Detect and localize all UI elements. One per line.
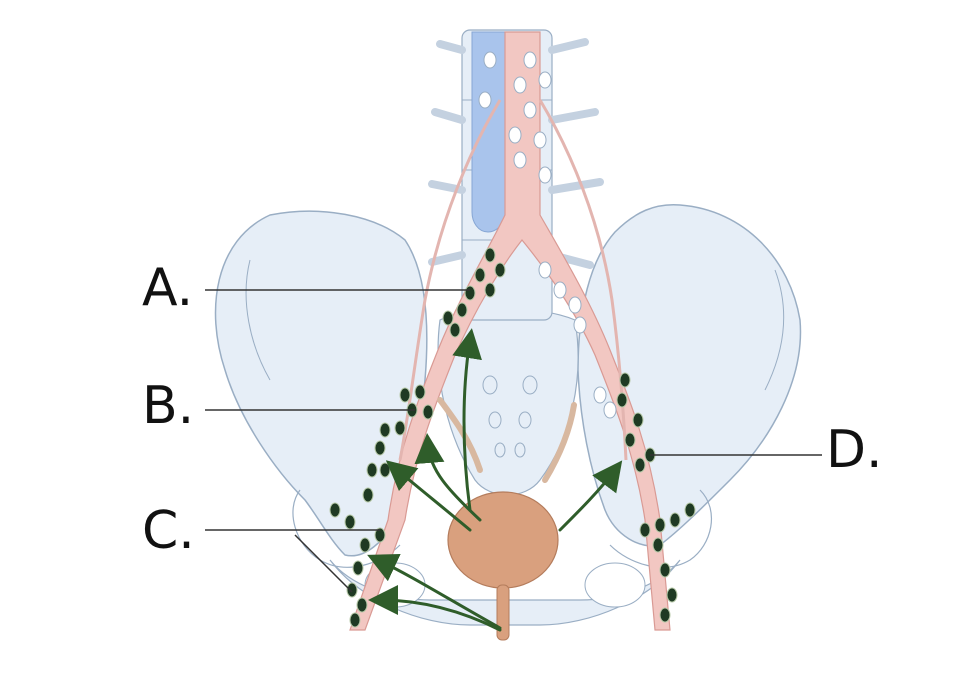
label-a: A.	[142, 262, 193, 314]
label-d: D.	[826, 424, 883, 476]
label-c: C.	[142, 505, 195, 557]
label-b: B.	[142, 380, 194, 432]
